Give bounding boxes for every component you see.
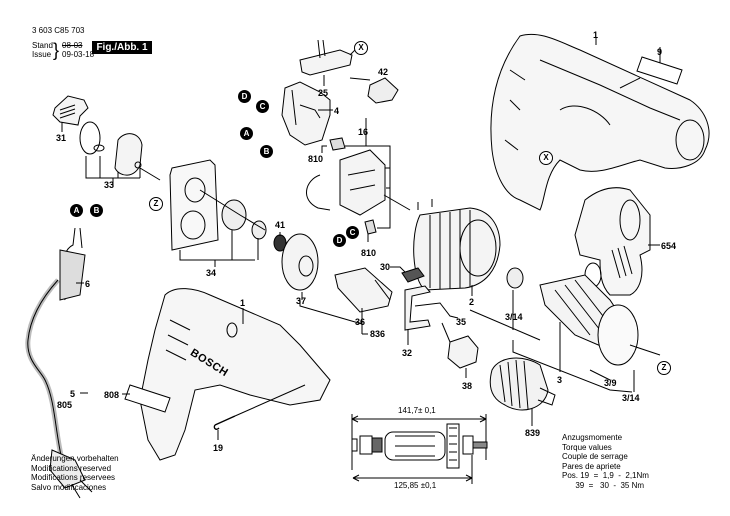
label-part-1-bottom: 1 [240,298,246,308]
screw-19 [213,415,236,430]
part-42 [349,77,399,104]
holder-25 [299,39,353,76]
label-part-41: 41 [275,220,286,230]
label-part-38: 38 [462,381,473,391]
label-part-2: 2 [469,297,475,307]
brush-plate-16 [306,149,386,216]
auxiliary-handle-654 [574,187,651,296]
label-part-836: 836 [370,329,386,339]
cap-31 [52,95,89,126]
label-part-36: 36 [355,317,366,327]
shaft-36 [334,267,393,313]
torque-pos-19: Pos. 19 = 1,9 - 2,1Nm [562,471,649,480]
marker-a-cable: A [70,204,83,217]
torque-values: Anzugsmomente Torque values Couple de se… [562,433,649,490]
label-part-839: 839 [525,428,541,438]
torque-pos-39: 39 = 30 - 35 Nm [562,480,645,490]
housing-half-bottom [139,288,331,461]
marker-a-switch: A [240,127,253,140]
clip-30 [401,267,425,283]
label-part-3-14-a: 3/14 [505,312,523,322]
label-part-6: 6 [85,279,91,289]
bracket-32 [404,285,431,331]
label-part-32: 32 [402,348,413,358]
marker-d-field: D [333,234,346,247]
sticker-9 [636,56,683,85]
issue-label: Issue [32,50,52,59]
marker-d-switch: D [238,90,251,103]
note-de: Änderungen vorbehalten [31,454,119,463]
label-part-4: 4 [334,106,340,116]
note-en: Modifications reserved [31,463,112,473]
label-part-1-top: 1 [593,30,599,40]
label-part-9: 9 [657,47,663,57]
label-part-654: 654 [661,241,677,251]
label-part-3: 3 [557,375,563,385]
marker-z-armature: Z [657,361,671,375]
marker-b-cable: B [90,204,103,217]
label-part-5: 5 [70,389,76,399]
stand-label: Stand [32,41,53,50]
chuck-839 [489,357,556,411]
dimension-overall-length: 141,7± 0,1 [398,406,436,415]
marker-b-switch: B [260,145,273,158]
power-cable [25,227,93,499]
label-part-31: 31 [56,133,67,143]
torque-title-en: Torque values [562,442,612,452]
label-part-808: 808 [104,390,120,400]
marker-x-holder: X [354,41,368,55]
stand-value: 08-03 [62,41,83,50]
label-part-19: 19 [213,443,224,453]
label-part-35: 35 [456,317,467,327]
note-fr: Modifications reservees [31,473,116,482]
washer [79,121,101,155]
housing-half-top [490,33,710,211]
marker-z-plate: Z [149,197,163,211]
armature-3 [506,267,661,366]
bearing [221,199,247,231]
torque-title-es: Pares de apriete [562,461,621,471]
brush-810b [364,219,377,235]
plug [49,449,86,489]
plate-34 [169,159,219,251]
part-number: 3 603 C85 703 [32,26,85,35]
label-part-33: 33 [104,180,115,190]
label-part-3-14-b: 3/14 [622,393,640,403]
brush-810a [329,137,346,151]
note-es: Salvo modificaciones [31,482,107,492]
footer-notes: Änderungen vorbehalten Modifications res… [31,454,119,492]
figure-label: Fig./Abb. 1 [92,41,152,54]
sleeve-38 [447,335,479,369]
spring-35 [414,302,459,319]
torque-title-de: Anzugsmomente [562,433,623,442]
label-part-37: 37 [296,296,307,306]
brush-holder-33 [114,133,143,176]
dimension-armature-length: 125,85 ±0,1 [394,481,437,490]
label-part-810-a: 810 [308,154,324,164]
label-part-34: 34 [206,268,217,278]
stator-2 [413,199,501,291]
label-part-30: 30 [380,262,391,272]
torque-title-fr: Couple de serrage [562,452,628,461]
armature-dimension-drawing [351,414,488,484]
marker-c-field: C [346,226,359,239]
label-part-25: 25 [318,88,329,98]
marker-c-switch: C [256,100,269,113]
label-part-3-9: 3/9 [604,378,617,388]
label-part-16: 16 [358,127,369,137]
marker-x-housing: X [539,151,553,165]
label-part-805: 805 [57,400,73,410]
label-part-42: 42 [378,67,389,77]
switch-4 [281,81,331,146]
issue-date: 09-03-18 [62,50,95,59]
brace-icon: } [53,40,60,60]
label-part-810-b: 810 [361,248,377,258]
